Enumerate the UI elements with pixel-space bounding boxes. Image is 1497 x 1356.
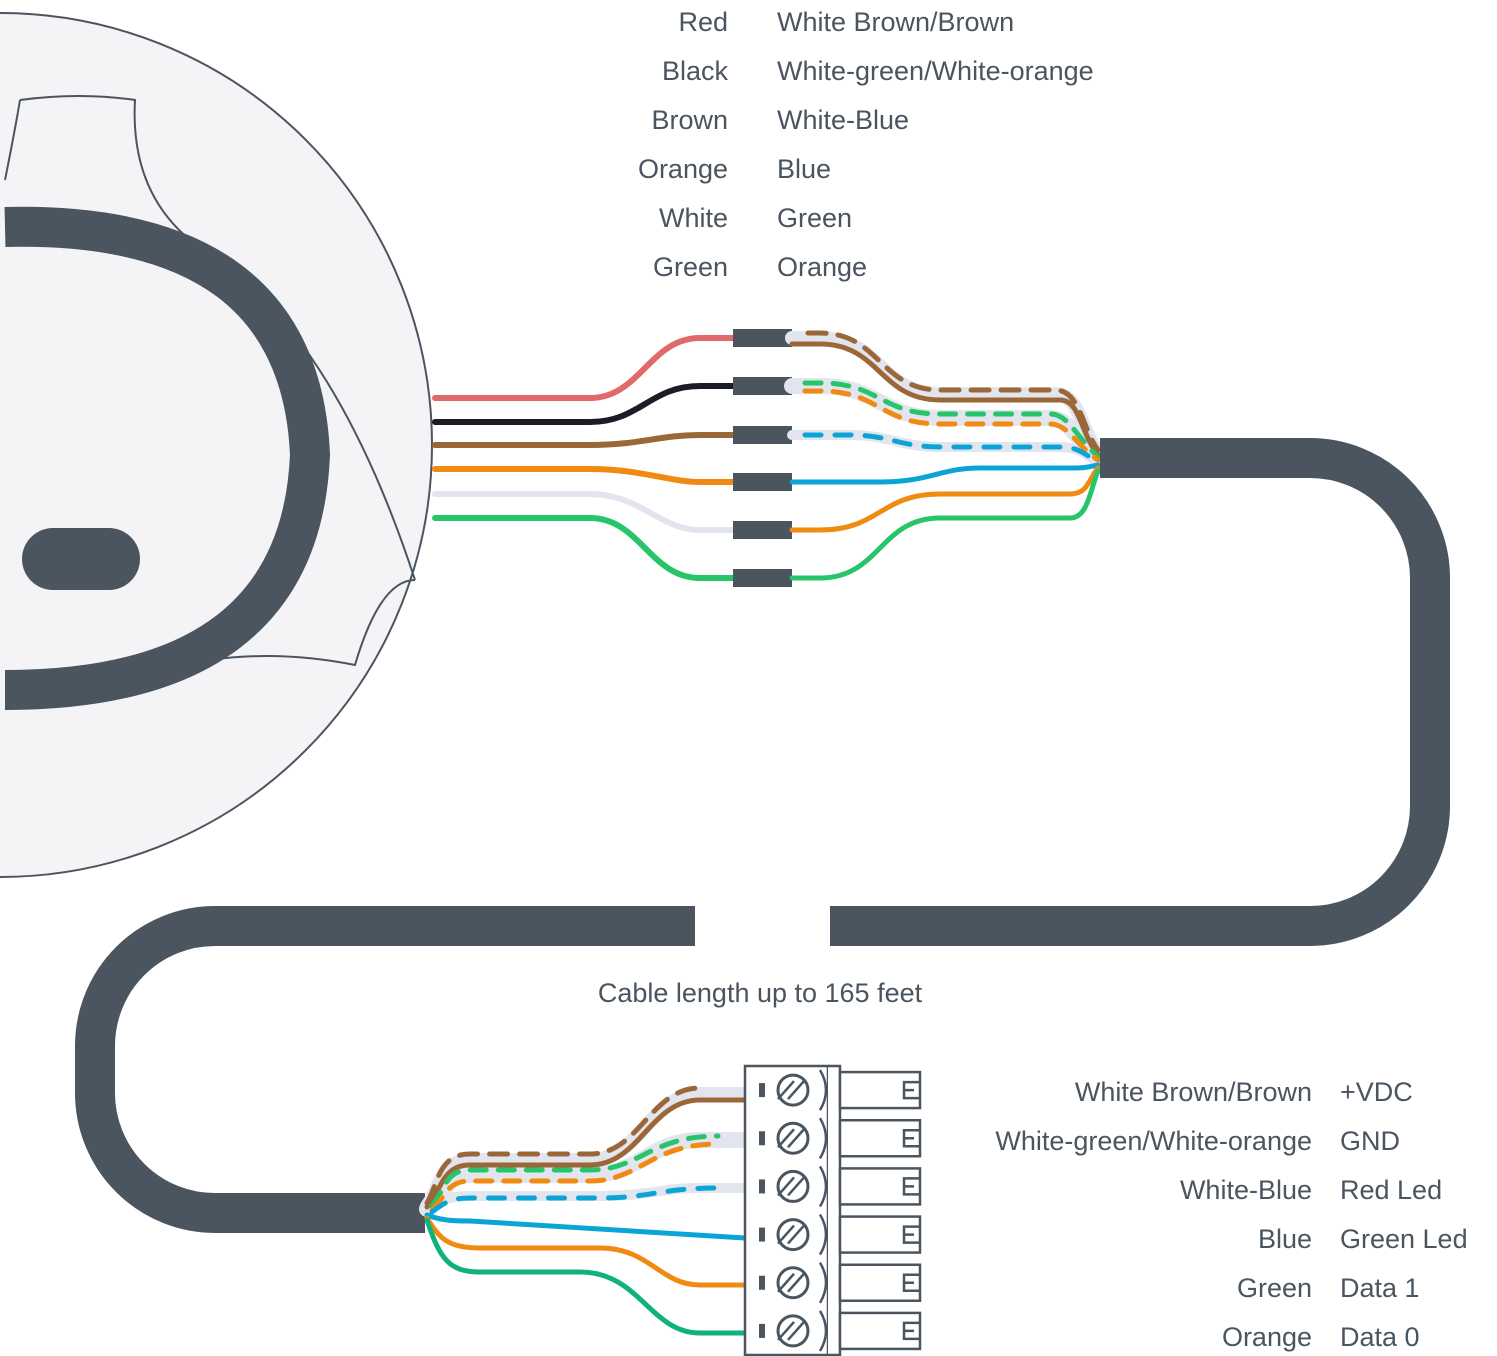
cable [75, 438, 1450, 1233]
reader-wire-label: Red [678, 7, 728, 37]
cable-wire-label: White-green/White-orange [777, 56, 1094, 86]
cable-length-label: Cable length up to 165 feet [598, 978, 923, 1008]
reader-wires [432, 335, 738, 581]
terminal-signal: Data 1 [1340, 1273, 1420, 1303]
terminal-signal: Red Led [1340, 1175, 1442, 1205]
cable-wire-label: White Brown/Brown [777, 7, 1014, 37]
reader-ring [4, 206, 331, 710]
terminal-wires [419, 1085, 753, 1336]
reader-wire-label: Black [662, 56, 729, 86]
terminal-screw [759, 1262, 922, 1304]
terminal-cable-wire: Orange [1222, 1322, 1312, 1352]
reader-wire-label: White [659, 203, 728, 233]
terminal-block [743, 1064, 922, 1356]
terminal-signal: Data 0 [1340, 1322, 1420, 1352]
terminal-legend: White Brown/Brown +VDC White-green/White… [995, 1077, 1467, 1352]
reader-body [0, 12, 433, 878]
terminal-signal: Green Led [1340, 1224, 1468, 1254]
terminal-screw [759, 1165, 922, 1208]
terminal-screw [759, 1310, 922, 1352]
terminal-cable-wire: White Brown/Brown [1075, 1077, 1312, 1107]
splice-connectors [733, 329, 792, 587]
terminal-signal: +VDC [1340, 1077, 1413, 1107]
terminal-signal: GND [1340, 1126, 1400, 1156]
reader-wire-label: Orange [638, 154, 728, 184]
terminal-cable-wire: White-Blue [1180, 1175, 1312, 1205]
card-reader [0, 12, 433, 878]
cable-wire-label: Green [777, 203, 852, 233]
terminal-cable-wire: White-green/White-orange [995, 1126, 1312, 1156]
cable-wire-label: White-Blue [777, 105, 909, 135]
reader-to-cable-legend: Red White Brown/Brown Black White-green/… [638, 7, 1094, 282]
cable-wire-label: Blue [777, 154, 831, 184]
terminal-plug-tab [838, 1263, 922, 1302]
reader-led-window [22, 528, 140, 590]
terminal-screw [759, 1069, 922, 1111]
terminal-screw [759, 1213, 922, 1256]
cable-wires-top [784, 330, 1106, 581]
terminal-cable-wire: Blue [1258, 1224, 1312, 1254]
reader-wire-label: Brown [651, 105, 728, 135]
cable-wire-label: Orange [777, 252, 867, 282]
terminal-cable-wire: Green [1237, 1273, 1312, 1303]
reader-wire-label: Green [653, 252, 728, 282]
terminal-screw [759, 1117, 922, 1159]
